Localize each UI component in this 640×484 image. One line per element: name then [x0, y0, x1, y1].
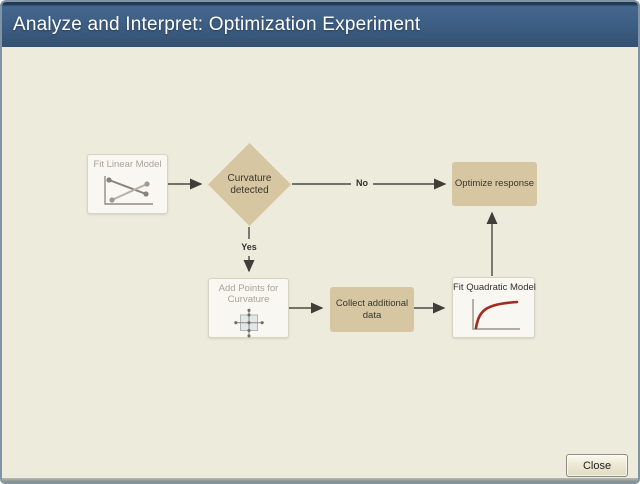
- branch-label-yes: Yes: [241, 242, 257, 252]
- fit-quadratic-model-label: Fit Quadratic Model: [453, 282, 536, 293]
- node-add-points[interactable]: Add Points for Curvature: [208, 278, 289, 338]
- fit-linear-model-label: Fit Linear Model: [93, 159, 162, 170]
- node-curvature-decision: Curvature detected: [208, 143, 291, 226]
- flow-arrows: [167, 178, 498, 314]
- window-frame-bottom: [2, 478, 638, 482]
- curvature-decision-label: Curvature detected: [227, 172, 272, 196]
- collect-data-label: Collect additional data: [335, 297, 409, 321]
- window-title: Analyze and Interpret: Optimization Expe…: [13, 13, 421, 35]
- optimize-response-label: Optimize response: [454, 178, 535, 190]
- node-optimize-response: Optimize response: [452, 162, 537, 206]
- center-points-icon: [209, 308, 288, 344]
- flowchart-canvas: Fit Linear Model: [2, 47, 638, 478]
- branch-label-no: No: [356, 178, 368, 188]
- decision-diamond-shape: [208, 143, 291, 226]
- interaction-plot-icon: [88, 173, 167, 214]
- titlebar[interactable]: Analyze and Interpret: Optimization Expe…: [2, 2, 638, 47]
- node-collect-data: Collect additional data: [330, 287, 414, 332]
- quadratic-curve-icon: [453, 296, 534, 338]
- close-button[interactable]: Close: [566, 454, 628, 477]
- node-fit-linear-model[interactable]: Fit Linear Model: [87, 154, 168, 214]
- add-points-label: Add Points for Curvature: [218, 283, 279, 305]
- node-fit-quadratic-model[interactable]: Fit Quadratic Model: [452, 277, 536, 338]
